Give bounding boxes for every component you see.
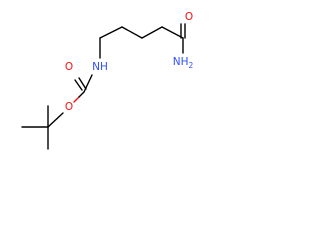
bond-carbonyl-double-b [78,77,87,90]
atom-nh2-amide: NH2 [173,56,194,70]
atom-nh2-amide-main: NH [173,56,189,68]
molecule-structure: O NH O O NH2 [21,11,194,150]
bond-c4-to-c5 [161,26,184,39]
atom-o-ester: O [65,101,73,113]
bond-c1-to-c2 [99,26,123,39]
bond-ester-o-to-carbonyl-c [73,96,80,103]
bond-carbonyl-double-a [74,79,83,91]
bond-tbu-oxygen [47,112,64,128]
bond-ester-o-to-carbonyl-c-b [78,91,85,98]
bond-c2-to-c3 [121,26,143,39]
atom-nh2-amide-subscript: 2 [188,61,193,70]
atom-o-amide: O [185,11,193,23]
bond-c3-to-c4 [141,26,163,39]
atom-o-carbonyl: O [65,61,73,73]
atom-nh-carbamate: NH [92,61,108,73]
bond-carbonyl-c-to-nh [83,74,93,93]
